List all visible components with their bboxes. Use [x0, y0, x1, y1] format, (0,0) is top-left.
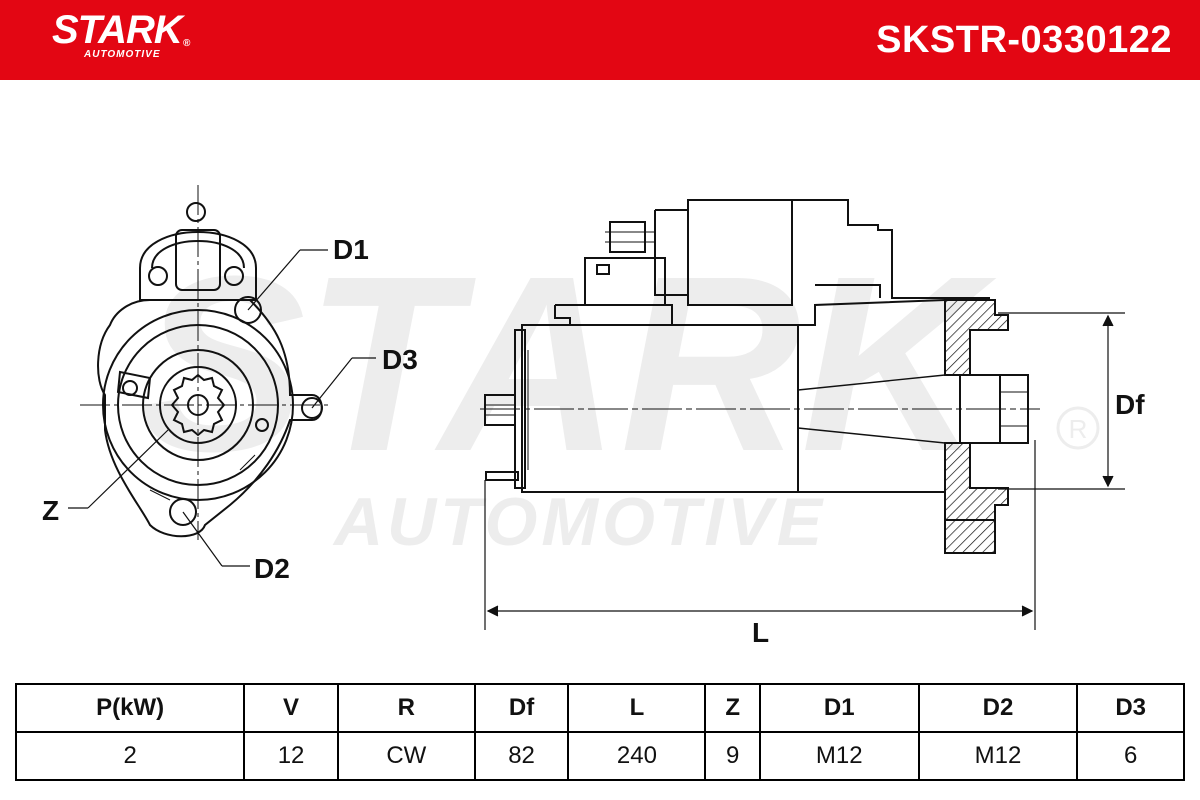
spec-value-d1: M12	[758, 731, 920, 781]
brand-name: STARK	[52, 8, 183, 52]
flange-section	[944, 299, 1009, 554]
spec-header-df: Df	[473, 683, 570, 733]
spec-value-length: 240	[567, 731, 707, 781]
label-d1: D1	[333, 234, 369, 265]
watermark-sub: AUTOMOTIVE	[332, 484, 826, 560]
label-z: Z	[42, 495, 59, 526]
spec-value-teeth: 9	[704, 731, 761, 781]
part-number: SKSTR-0330122	[876, 19, 1172, 61]
spec-value-df: 82	[473, 731, 570, 781]
spec-header-d3: D3	[1076, 683, 1185, 733]
spec-header-length: L	[567, 683, 707, 733]
spec-table: P(kW) V R Df L Z D1 D2 D3 2 12 CW 82 240…	[14, 683, 1185, 781]
label-d3: D3	[382, 344, 418, 375]
spec-header-row: P(kW) V R Df L Z D1 D2 D3	[14, 683, 1185, 733]
z-leader	[87, 429, 169, 509]
d1-leader	[247, 249, 301, 311]
header-bar: STARK® AUTOMOTIVE SKSTR-0330122	[0, 0, 1200, 80]
d3-leader	[311, 357, 353, 409]
spec-header-rotation: R	[336, 683, 476, 733]
spec-value-d2: M12	[917, 731, 1079, 781]
brand-logo: STARK® AUTOMOTIVE	[52, 8, 190, 60]
watermark-registered: R	[1069, 414, 1088, 444]
spec-value-voltage: 12	[243, 731, 339, 781]
side-view	[480, 199, 1040, 493]
spec-value-rotation: CW	[336, 731, 476, 781]
technical-drawing: D1 D3 D2 Z	[42, 185, 1145, 648]
spec-header-d1: D1	[758, 683, 920, 733]
spec-header-voltage: V	[243, 683, 339, 733]
watermark-registered-icon	[1056, 406, 1100, 450]
label-l: L	[752, 617, 769, 648]
front-view	[80, 185, 330, 540]
label-d2: D2	[254, 553, 290, 584]
d2-leader	[182, 511, 223, 567]
spec-value-d3: 6	[1076, 731, 1185, 781]
front-view-annotations	[68, 249, 376, 567]
spec-header-power: P(kW)	[14, 683, 246, 733]
spec-value-row: 2 12 CW 82 240 9 M12 M12 6	[14, 731, 1185, 781]
label-df: Df	[1115, 389, 1145, 420]
dimension-lines	[484, 312, 1125, 630]
spec-header-d2: D2	[917, 683, 1079, 733]
spec-header-teeth: Z	[704, 683, 761, 733]
brand-subtitle: AUTOMOTIVE	[84, 49, 161, 60]
spec-value-power: 2	[14, 731, 246, 781]
